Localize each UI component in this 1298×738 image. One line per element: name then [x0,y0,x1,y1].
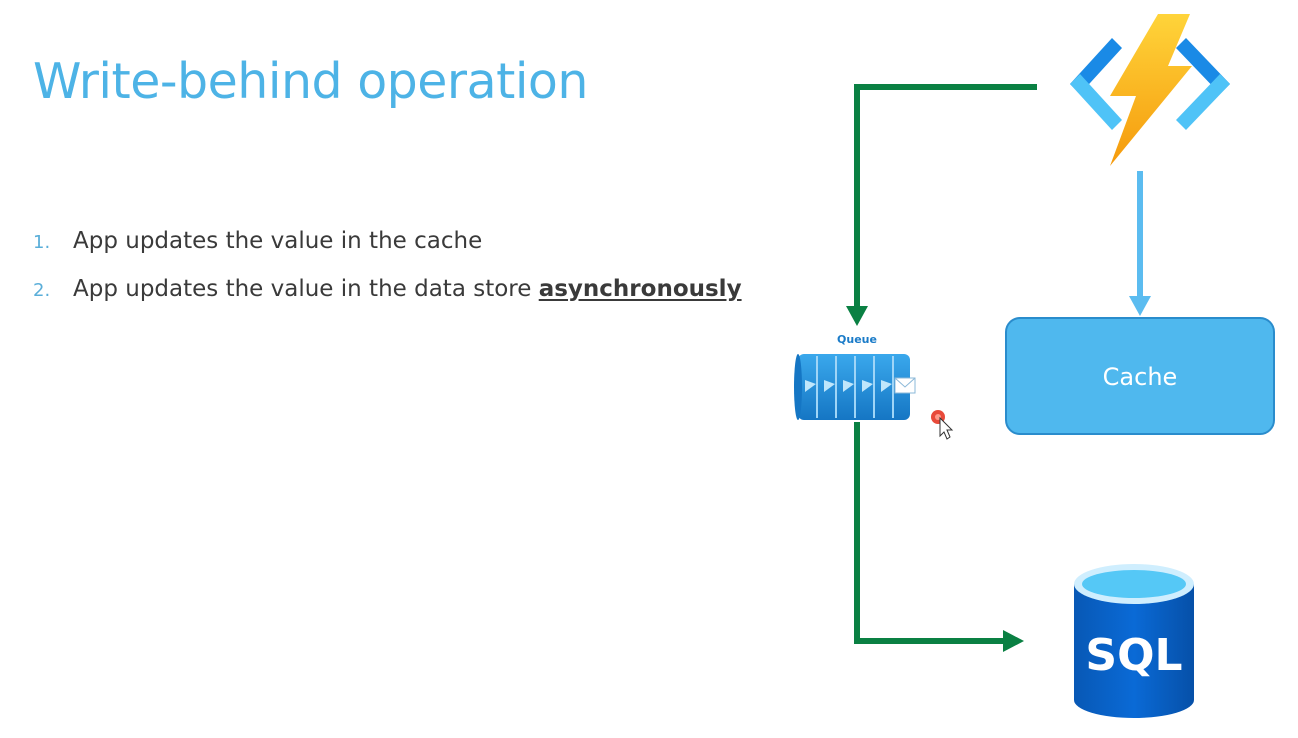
step-list: 1. App updates the value in the cache 2.… [33,228,742,324]
function-to-cache-arrow [1129,171,1151,316]
azure-function-icon [1070,14,1230,166]
queue-icon: Queue [794,333,916,420]
step-text: App updates the value in the cache [73,228,483,254]
step-text: App updates the value in the data store … [73,276,742,302]
step-item: 2. App updates the value in the data sto… [33,276,742,324]
step-text-main: App updates the value in the data store [73,276,539,302]
function-to-queue-arrow [846,84,1037,326]
sql-database-icon: SQL [1074,564,1194,718]
slide-title: Write-behind operation [33,53,588,110]
queue-label: Queue [837,333,877,346]
step-number: 1. [33,232,51,253]
database-label: SQL [1085,630,1182,681]
step-item: 1. App updates the value in the cache [33,228,742,276]
cache-label: Cache [1103,363,1178,391]
step-number: 2. [33,280,51,301]
mouse-cursor-icon [931,410,954,440]
step-emphasis: asynchronously [538,276,742,302]
queue-to-sql-arrow [854,422,1024,652]
cache-box: Cache [1005,317,1275,435]
